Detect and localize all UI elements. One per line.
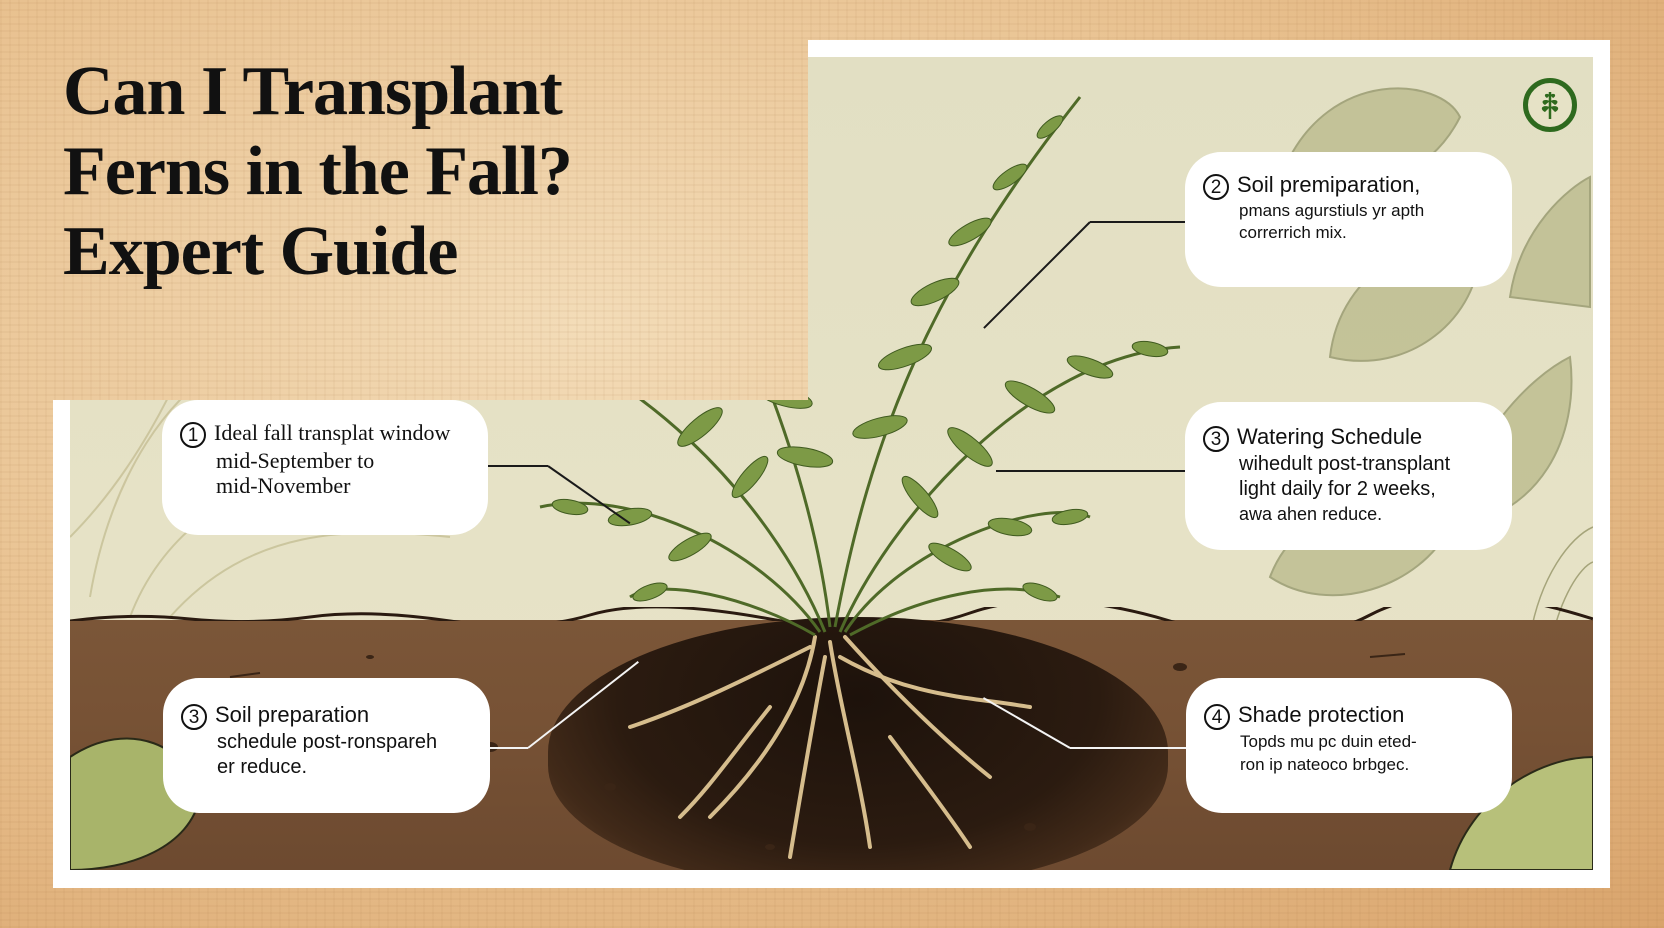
leader-line-3 bbox=[996, 470, 1186, 472]
number-badge: 2 bbox=[1203, 174, 1229, 200]
callout-body-line: schedule post-ronspareh bbox=[217, 731, 438, 753]
callout-body-line: correrrich mix. bbox=[1239, 223, 1347, 242]
leaf-sprig-icon bbox=[1541, 92, 1559, 119]
callout-title: Watering Schedule bbox=[1237, 424, 1423, 449]
soil-surface-line bbox=[70, 607, 1593, 621]
leader-line-2 bbox=[1090, 221, 1185, 223]
page-title: Can I Transplant Ferns in the Fall? Expe… bbox=[63, 52, 573, 292]
callout-title: Soil premiparation, bbox=[1237, 172, 1421, 197]
leader-line-5 bbox=[1070, 747, 1186, 749]
callout-title: Soil preparation bbox=[215, 702, 370, 727]
callout-body-line: er reduce. bbox=[217, 756, 308, 778]
callout-body-line: mid-November bbox=[216, 473, 351, 498]
callout-body-line: wihedult post-transplant bbox=[1239, 453, 1451, 475]
number-badge: 4 bbox=[1204, 704, 1230, 730]
callout-body-line: mid-September to bbox=[216, 448, 375, 473]
title-line-2: Ferns in the Fall? bbox=[63, 133, 573, 210]
callout-watering-schedule: 3 Watering Schedule wihedult post-transp… bbox=[1185, 402, 1512, 550]
callout-body-line: light daily for 2 weeks, bbox=[1239, 478, 1436, 500]
callout-body-line: awa ahen reduce. bbox=[1239, 504, 1383, 524]
callout-soil-preparation-top: 2 Soil premiparation, pmans agurstiuls y… bbox=[1185, 152, 1512, 287]
leader-line-1 bbox=[488, 465, 548, 467]
callout-title: Shade protection bbox=[1238, 702, 1405, 727]
fern-illustration bbox=[489, 96, 1181, 859]
number-badge: 3 bbox=[181, 704, 207, 730]
callout-body-line: pmans agurstiuls yr apth bbox=[1239, 201, 1425, 220]
callout-title: Ideal fall transplat window bbox=[214, 420, 451, 445]
brand-logo bbox=[1523, 78, 1577, 132]
callout-shade-protection: 4 Shade protection Topds mu pc duin eted… bbox=[1186, 678, 1512, 813]
number-badge: 1 bbox=[180, 422, 206, 448]
callout-transplant-window: 1 Ideal fall transplat window mid-Septem… bbox=[162, 400, 488, 535]
leader-line-4 bbox=[488, 747, 528, 749]
title-line-1: Can I Transplant bbox=[63, 53, 563, 130]
callout-body-line: Topds mu pc duin eted- bbox=[1240, 732, 1417, 751]
callout-soil-preparation-bottom: 3 Soil preparation schedule post-ronspar… bbox=[163, 678, 490, 813]
number-badge: 3 bbox=[1203, 426, 1229, 452]
title-line-3: Expert Guide bbox=[63, 213, 458, 290]
callout-body-line: ron ip nateoco brbgec. bbox=[1240, 755, 1410, 774]
